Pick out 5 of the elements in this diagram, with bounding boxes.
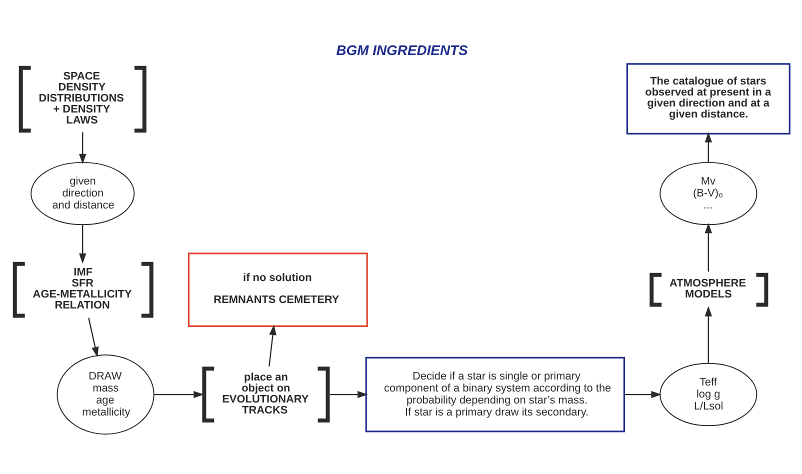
node-text: place an object on EVOLUTIONARY TRACKS bbox=[222, 370, 309, 416]
node-text: ATMOSPHERE MODELS bbox=[670, 277, 746, 300]
node-text: SPACE DENSITY DISTRIBUTIONS + DENSITY LAWS bbox=[38, 70, 124, 126]
node-text: IMF SFR AGE-METALLICITY RELATION bbox=[32, 266, 132, 312]
diagram-title: BGM INGREDIENTS bbox=[336, 42, 468, 58]
